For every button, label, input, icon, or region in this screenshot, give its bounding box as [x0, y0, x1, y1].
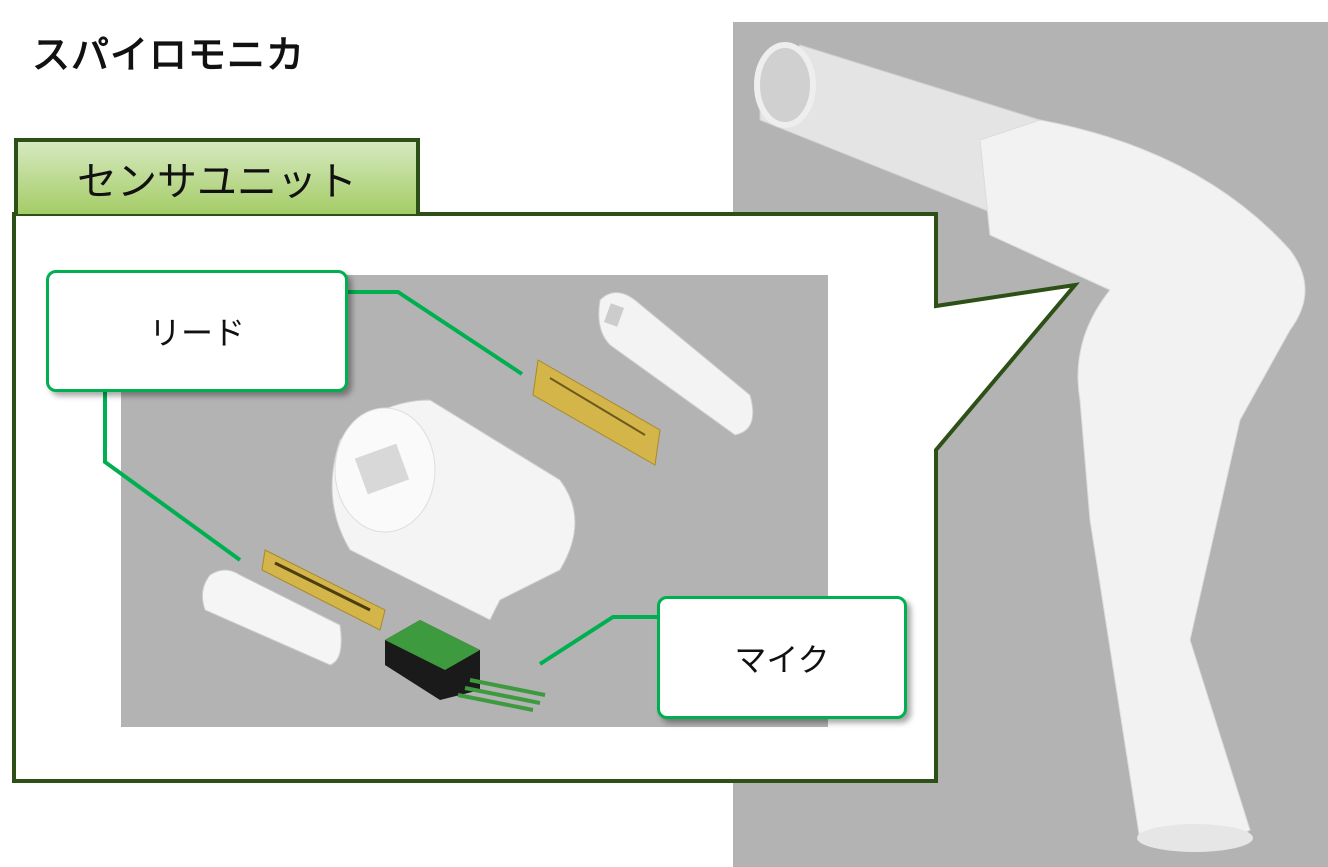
lead-connector-line-upper: [345, 290, 524, 376]
lead-label: リード: [148, 314, 245, 352]
sensor-unit-title: センサユニット: [77, 159, 357, 205]
page-title: スパイロモニカ: [32, 33, 306, 77]
lead-connector-line-lower: [103, 392, 242, 562]
lead-label-box: リード: [46, 270, 348, 392]
spirometer-device-image: [754, 42, 1306, 852]
mic-label: マイク: [734, 640, 830, 679]
mic-connector-line: [538, 615, 657, 666]
mic-label-box: マイク: [657, 596, 907, 719]
sensor-unit-tab: センサユニット: [14, 138, 420, 214]
exploded-parts-image: [201, 292, 754, 712]
